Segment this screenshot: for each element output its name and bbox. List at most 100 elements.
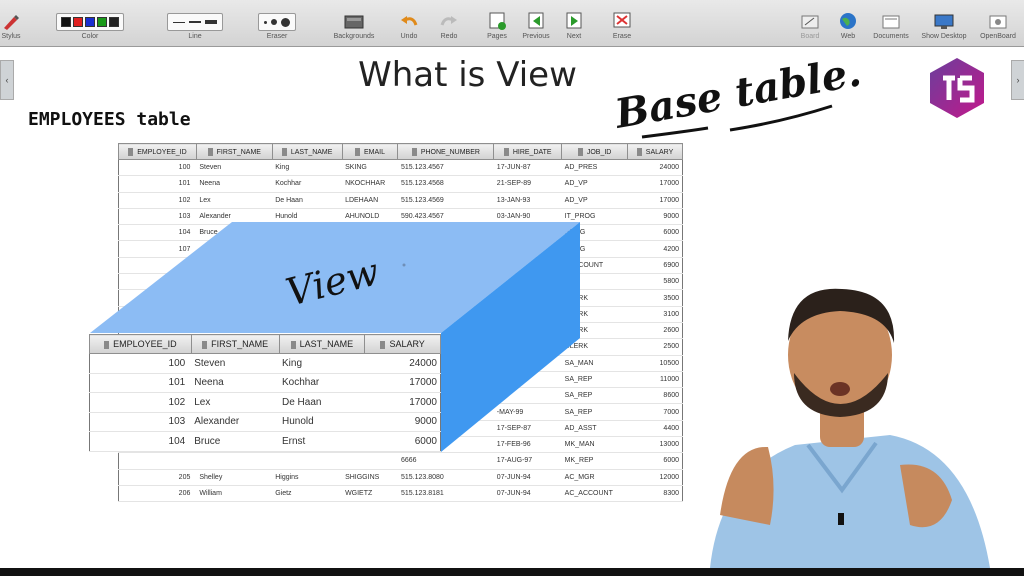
undo-icon — [401, 16, 418, 26]
redo-button[interactable]: Redo — [434, 0, 464, 46]
color-swatches[interactable] — [56, 13, 124, 31]
column-sort-handle-icon — [503, 147, 509, 156]
table-cell: 4400 — [627, 420, 683, 438]
column-header-label: SALARY — [389, 339, 425, 349]
line-width-selector[interactable] — [167, 13, 223, 31]
table-cell: 17000 — [627, 192, 683, 209]
table-cell: De Haan — [272, 192, 343, 209]
documents-button[interactable]: Documents — [868, 0, 914, 46]
openboard-menu-button[interactable]: OpenBoard — [974, 0, 1022, 46]
right-panel-tab[interactable]: › — [1011, 60, 1024, 100]
column-header[interactable]: JOB_ID — [561, 143, 629, 160]
table-cell: Alexander — [191, 412, 279, 432]
column-header[interactable]: FIRST_NAME — [195, 143, 273, 160]
color-swatch[interactable] — [97, 17, 107, 27]
table-cell: 104 — [118, 224, 197, 242]
column-header[interactable]: LAST_NAME — [278, 334, 366, 354]
table-cell: 515.123.4568 — [397, 175, 494, 193]
color-swatch[interactable] — [85, 17, 95, 27]
column-header[interactable]: FIRST_NAME — [190, 334, 280, 354]
table-cell: WGIETZ — [342, 485, 398, 503]
line-tool[interactable]: Line — [160, 0, 230, 46]
column-header-label: EMAIL — [364, 148, 386, 156]
pages-label: Pages — [487, 33, 507, 40]
table-cell: SA_REP — [561, 387, 628, 405]
table-cell: 3100 — [627, 306, 683, 323]
column-sort-handle-icon — [281, 147, 287, 156]
table-cell: Gietz — [272, 485, 343, 503]
column-header-label: LAST_NAME — [299, 339, 354, 349]
table-cell: 101 — [89, 373, 192, 393]
base-table-handwritten-label: Base table. — [612, 50, 862, 138]
table-cell: 102 — [118, 192, 197, 209]
table-cell: 103 — [89, 412, 192, 432]
previous-button[interactable]: Previous — [518, 0, 554, 46]
column-header-label: PHONE_NUMBER — [420, 148, 480, 156]
table-cell: NKOCHHAR — [342, 175, 398, 193]
column-header[interactable]: LAST_NAME — [271, 143, 343, 160]
show-desktop-button[interactable]: Show Desktop — [916, 0, 972, 46]
eraser-tool[interactable]: Eraser — [242, 0, 312, 46]
left-panel-tab[interactable]: ‹ — [0, 60, 14, 100]
column-header[interactable]: EMAIL — [341, 143, 399, 160]
table-cell: 104 — [89, 431, 192, 452]
board-button[interactable]: Board — [796, 0, 824, 46]
table-cell: 07-JUN-94 — [493, 469, 562, 486]
column-sort-handle-icon — [207, 147, 213, 156]
table-cell: 4200 — [627, 240, 683, 258]
table-cell: -MAY-99 — [493, 403, 562, 421]
table-cell — [196, 452, 273, 470]
web-button[interactable]: Web — [834, 0, 862, 46]
column-header[interactable]: EMPLOYEE_ID — [89, 334, 192, 354]
column-header-label: EMPLOYEE_ID — [137, 148, 187, 156]
table-cell: Hunold — [279, 412, 365, 432]
presenter-video — [710, 288, 990, 568]
table-cell: MK_MAN — [561, 436, 628, 454]
next-button[interactable]: Next — [560, 0, 588, 46]
previous-page-icon — [528, 12, 544, 29]
table-header-row: EMPLOYEE_ID FIRST_NAME LAST_NAME EMAIL PHONE… — [118, 143, 683, 160]
column-sort-handle-icon — [577, 147, 583, 156]
table-cell: SA_REP — [561, 371, 628, 389]
color-swatch[interactable] — [109, 17, 119, 27]
table-cell: AD_VP — [561, 175, 628, 193]
erase-label: Erase — [612, 33, 632, 40]
table-cell: 24000 — [627, 159, 683, 177]
color-swatch[interactable] — [73, 17, 83, 27]
stylus-tool[interactable]: Stylus — [0, 0, 22, 46]
table-cell: 100 — [118, 159, 197, 177]
table-cell: 9000 — [364, 412, 441, 432]
column-sort-handle-icon — [104, 340, 110, 349]
pages-button[interactable]: Pages — [480, 0, 514, 46]
eraser-size-selector[interactable] — [258, 13, 296, 31]
table-cell: IT_PROG — [561, 208, 628, 226]
channel-logo — [930, 58, 984, 118]
erase-button[interactable]: Erase — [606, 0, 638, 46]
table-cell: 17000 — [364, 373, 441, 393]
column-header-label: SALARY — [645, 148, 674, 156]
column-header[interactable]: SALARY — [627, 143, 683, 160]
undo-button[interactable]: Undo — [394, 0, 424, 46]
backgrounds-button[interactable]: Backgrounds — [326, 0, 382, 46]
color-swatch[interactable] — [61, 17, 71, 27]
table-cell: 205 — [118, 469, 197, 486]
column-header[interactable]: EMPLOYEE_ID — [118, 143, 197, 160]
color-tool[interactable]: Color — [30, 0, 150, 46]
table-cell: AD_ASST — [561, 420, 628, 438]
column-header-label: FIRST_NAME — [211, 339, 269, 349]
column-header[interactable]: PHONE_NUMBER — [397, 143, 495, 160]
table-cell: 2600 — [627, 322, 683, 340]
column-header-label: EMPLOYEE_ID — [113, 339, 177, 349]
column-header[interactable]: SALARY — [364, 334, 441, 354]
view-box-side-face — [441, 222, 580, 452]
view-header-row: EMPLOYEE_ID FIRST_NAME LAST_NAME SALARY — [89, 334, 441, 354]
table-cell: Kochhar — [279, 373, 365, 393]
column-header-label: FIRST_NAME — [216, 148, 261, 156]
column-header[interactable]: HIRE_DATE — [493, 143, 563, 160]
table-cell: AD_PRES — [561, 159, 628, 177]
